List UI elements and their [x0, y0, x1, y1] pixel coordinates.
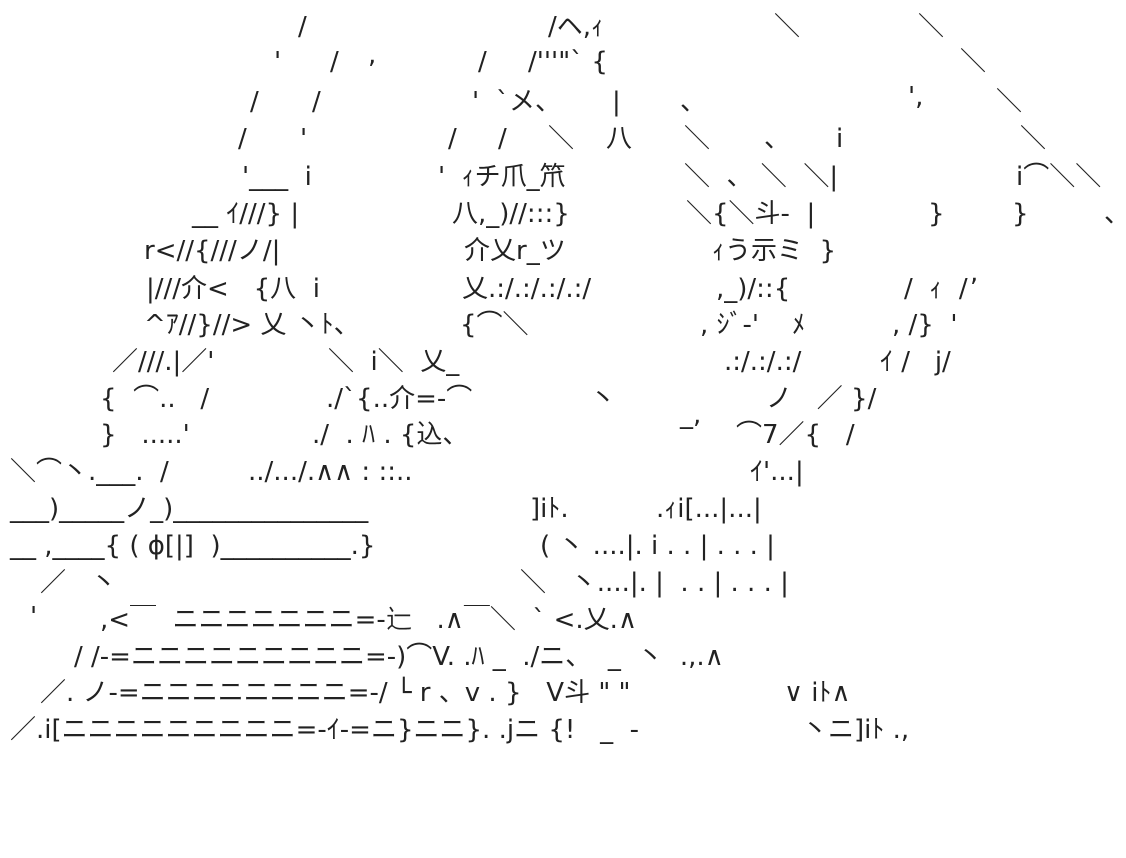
art-fragment: /	[478, 47, 487, 77]
art-fragment: }	[1012, 199, 1029, 229]
art-fragment: __ ,____{ ( ϕ[|] )__________.}	[10, 531, 376, 561]
art-fragment: /	[498, 124, 507, 154]
art-fragment: '___ i	[242, 162, 312, 192]
art-fragment: 丶	[590, 384, 617, 414]
art-fragment: r<//{///ノ/|	[144, 236, 281, 266]
art-fragment: ／. ノ-=ニニニニニニニニ=-/ └ r 、v . } V斗 " "	[40, 678, 631, 708]
art-fragment: '	[300, 124, 308, 154]
art-fragment: ./`{..介=-⌒	[326, 384, 473, 414]
art-fragment: /	[250, 87, 259, 117]
art-fragment: ∨ iﾄ∧	[784, 678, 851, 708]
art-fragment: ^ｱ//}//> 乂 丶ﾄ、	[144, 310, 360, 340]
art-fragment: i	[836, 124, 844, 154]
art-fragment: ＼	[684, 124, 711, 154]
art-fragment: ' ｨチ爪_笊	[438, 162, 566, 192]
art-fragment: /	[298, 12, 307, 42]
art-fragment: 丶ニ]iﾄ .,	[802, 715, 910, 745]
art-fragment: ＼	[548, 124, 575, 154]
art-fragment: ⌒7／{ /	[736, 420, 855, 450]
art-fragment: `メ、	[496, 87, 562, 117]
art-fragment: '	[274, 47, 282, 77]
art-fragment: __ ｲ///} |	[192, 199, 300, 229]
art-fragment: ,<￣ ニニニニニニニ=-辷 .∧￣＼ ` <.乂.∧	[100, 605, 637, 635]
art-fragment: 八	[606, 124, 633, 154]
art-fragment: } .....'	[100, 420, 190, 450]
art-fragment: }	[928, 199, 945, 229]
art-fragment: /	[448, 124, 457, 154]
art-fragment: ( 丶 ....|. i . . | . . . |	[540, 531, 775, 561]
art-fragment: ./ . ﾊ . {込、	[312, 420, 469, 450]
art-fragment: ／ 丶	[40, 568, 117, 598]
art-fragment: /	[312, 87, 321, 117]
art-fragment: ＼ i＼ 乂_	[328, 347, 460, 377]
art-fragment: { ⌒.. /	[100, 384, 210, 414]
art-fragment: ＼	[918, 12, 945, 42]
art-fragment: ,	[970, 258, 979, 288]
art-fragment: i⌒＼＼	[1016, 162, 1102, 192]
art-fragment: 、	[764, 124, 791, 154]
art-fragment: ＼	[996, 87, 1023, 117]
art-fragment: ＼{＼斗- |	[686, 199, 816, 229]
art-fragment: ＼ 丶....|. | . . | . . . |	[520, 568, 789, 598]
art-fragment: ノ ／ }/	[766, 384, 877, 414]
art-fragment: _,	[680, 400, 702, 430]
art-fragment: ＼	[1020, 124, 1047, 154]
art-fragment: ＼⌒丶.___. /	[10, 457, 169, 487]
art-fragment: {⌒＼	[460, 310, 529, 340]
art-fragment: 乂.:/.:/.:/.:/	[462, 274, 592, 304]
art-fragment: /	[330, 47, 339, 77]
art-fragment: , /} '	[892, 310, 958, 340]
art-fragment: / ｨ /	[904, 274, 968, 304]
art-fragment: ,	[368, 40, 377, 70]
art-fragment: ＼ 、 ＼ ＼|	[684, 162, 839, 192]
art-fragment: / /-=ニニニニニニニニニ=-)⌒V. .ﾊ _ ./ニ、 _ 丶 .,.∧	[74, 642, 724, 672]
art-fragment: ,_)/::{	[716, 274, 791, 304]
art-fragment: , ｼﾞ-' ﾒ	[700, 310, 806, 340]
art-fragment: |	[612, 87, 621, 117]
art-fragment: /ヘ,ｨ	[548, 12, 605, 42]
art-fragment: ｲ / j/	[880, 347, 951, 377]
art-fragment: ／.i[ニニニニニニニニニ=-ｲ-=ニ}ニニ}. .jニ {! _ -	[10, 715, 640, 745]
art-fragment: ___)_____ノ_)_______________	[10, 494, 369, 524]
art-fragment: 、	[680, 87, 707, 117]
art-fragment: ]iﾄ.	[530, 494, 569, 524]
art-fragment: ',	[908, 82, 924, 112]
art-fragment: /	[238, 124, 247, 154]
art-fragment: '	[472, 87, 480, 117]
art-fragment: /'''"` {	[528, 47, 608, 77]
art-fragment: ../.../.∧∧ : ::..	[248, 457, 413, 487]
art-fragment: |///介< {八 i	[146, 274, 320, 304]
art-fragment: '	[30, 602, 38, 632]
art-fragment: .:/.:/.:/	[724, 347, 802, 377]
art-fragment: 、	[1104, 197, 1126, 232]
art-fragment: ／///.|／'	[112, 347, 215, 377]
art-fragment: .ｨi[...|...|	[656, 494, 762, 524]
art-fragment: ｲ'...|	[750, 457, 804, 487]
art-fragment: 介乂r_ツ	[464, 236, 566, 266]
art-fragment: ｨう示ミ }	[712, 236, 837, 266]
art-fragment: ＼	[774, 12, 801, 42]
art-fragment: 八,_)//:::}	[452, 199, 570, 229]
art-fragment: ＼	[960, 47, 987, 77]
